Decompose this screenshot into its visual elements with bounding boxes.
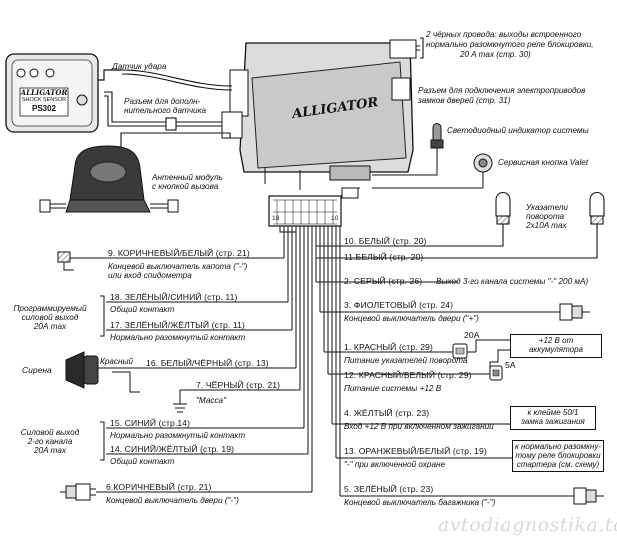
wire-6-desc: Концевой выключатель двери ("-") xyxy=(106,496,239,505)
wire-11-label: 11.БЕЛЫЙ (стр. 20) xyxy=(344,252,424,262)
wire-5-label: 5. ЗЕЛЁНЫЙ (стр. 23) xyxy=(344,484,434,494)
antenna-module xyxy=(39,145,179,213)
wire-18-desc: Общий контакт xyxy=(110,305,175,314)
power2-label-1: Силовой выход xyxy=(20,428,80,437)
wire-7-label: 7. ЧЁРНЫЙ (стр. 21) xyxy=(196,380,281,390)
wire-17-label: 17. ЗЕЛЁНЫЙ/ЖЁЛТЫЙ (стр. 11) xyxy=(110,320,245,330)
power2-label-3: 20A max xyxy=(33,446,66,455)
blocking-relay-label-1: 2 чёрных провода: выходы встроенного xyxy=(426,30,582,39)
wire-9-desc-2: или вход спидометра xyxy=(108,271,192,280)
blocking-relay-label-2: нормально разомкнутого реле блокировки, xyxy=(426,40,594,49)
shock-sensor-subtitle: SHOCK SENSOR xyxy=(21,97,67,103)
wire-5-desc: Концевой выключатель багажника ("-") xyxy=(344,498,496,507)
ignition-label-1: к клейме 50/1 xyxy=(527,408,579,417)
left-wire-lines xyxy=(57,251,312,493)
fuse-20a xyxy=(452,343,468,359)
connector-pin-10: 10 xyxy=(331,215,339,222)
fuse-20a-label: 20А xyxy=(464,330,480,340)
shock-sensor-brand: ALLIGATOR xyxy=(20,88,68,97)
wire-4-label: 4. ЖЁЛТЫЙ (стр. 23) xyxy=(344,408,430,418)
wire-9-label: 9. КОРИЧНЕВЫЙ/БЕЛЫЙ (стр. 21) xyxy=(108,248,250,258)
wire-1-desc: Питание указателей поворота xyxy=(344,356,468,365)
extra-sensor-label-1: Разъем для дополн- xyxy=(124,97,201,106)
wire-14-label: 14. СИНИЙ/ЖЁЛТЫЙ (стр. 19) xyxy=(110,444,235,454)
relay-output-wires xyxy=(416,37,424,59)
wire-13-label: 13. ОРАНЖЕВЫЙ/БЕЛЫЙ (стр. 19) xyxy=(344,446,487,456)
wire-7-desc: "Масса" xyxy=(196,396,227,405)
shock-sensor-label: Датчик удара xyxy=(112,62,167,71)
main-unit xyxy=(221,39,417,199)
valet-button xyxy=(358,153,493,189)
wire-bundle-left xyxy=(279,226,313,492)
main-connector xyxy=(268,195,342,227)
wire-3-desc: Концевой выключатель двери ("+") xyxy=(344,314,479,323)
extra-sensor-label-2: нительного датчика xyxy=(124,106,207,115)
siren-red-wire-label: Красный xyxy=(100,357,134,366)
wire-4-desc: Вход +12 В при включенном зажигании xyxy=(344,422,494,431)
prog-output-label-3: 20А max xyxy=(33,322,67,331)
door-locks-label-1: Разъем для подключения электроприводов xyxy=(418,86,586,95)
prog-output-label-2: силовой выход xyxy=(21,313,79,322)
wire-3-label: 3. ФИОЛЕТОВЫЙ (стр. 24) xyxy=(344,300,454,310)
door-switch-left xyxy=(60,483,96,501)
sensor-cables xyxy=(104,69,233,148)
fuse-5a xyxy=(489,365,503,381)
antenna-label-2: с кнопкой вызова xyxy=(152,182,219,191)
watermark: avtodiagnostika.top xyxy=(438,514,617,536)
starter-relay-label-2: тому реле блокировки xyxy=(515,451,601,460)
shock-sensor xyxy=(5,53,122,133)
indicators-label-3: 2x10A max xyxy=(526,221,567,230)
connector-pin-18: 18 xyxy=(272,215,280,222)
wire-12-label: 12. КРАСНЫЙ/БЕЛЫЙ (стр. 29) xyxy=(344,370,472,380)
prog-output-label-1: Программируемый xyxy=(13,304,87,313)
right-wire-lines xyxy=(316,281,574,497)
starter-relay-label-3: стартера (см. схему) xyxy=(516,460,600,469)
fuse-5a-label: 5A xyxy=(505,360,516,370)
door-switch-right xyxy=(559,303,590,321)
ignition-label-2: замка зажигания xyxy=(521,417,585,426)
door-locks-label-2: замков дверей (стр. 31) xyxy=(418,96,511,105)
wire-18-label: 18. ЗЕЛЁНЫЙ/СИНИЙ (стр. 11) xyxy=(110,292,238,302)
turn-indicator-lamps xyxy=(316,191,605,259)
wire-1-label: 1. КРАСНЫЙ (стр. 29) xyxy=(344,342,433,352)
wire-10-label: 10. БЕЛЫЙ (стр. 20) xyxy=(344,236,427,246)
shock-sensor-model: PS302 xyxy=(31,104,57,113)
starter-relay-box: к нормально разомкну- тому реле блокиров… xyxy=(512,440,604,472)
indicators-label-1: Указатели xyxy=(526,203,568,212)
wire-15-label: 15. СИНИЙ (стр.14) xyxy=(110,418,191,428)
blocking-relay-label-3: 20 A max (стр. 30) xyxy=(460,50,531,59)
starter-relay-label-1: к нормально разомкну- xyxy=(515,442,601,451)
wire-17-desc: Нормально разомкнутый контакт xyxy=(110,333,246,342)
battery-box: +12 В от аккумулятора xyxy=(510,334,602,358)
wire-bundle-right xyxy=(315,226,341,496)
wire-16-label: 16. БЕЛЫЙ/ЧЁРНЫЙ (стр. 13) xyxy=(146,358,269,368)
wire-12-desc: Питание системы +12 В xyxy=(344,384,442,393)
antenna-label-1: Антенный модуль xyxy=(152,173,223,182)
led-label: Светодиодный индикатор системы xyxy=(447,126,589,135)
siren-label: Сирена xyxy=(22,365,52,375)
valet-label: Сервисная кнопка Valet xyxy=(498,158,589,167)
wire-14-desc: Общий контакт xyxy=(110,457,175,466)
power2-label-2: 2-го канала xyxy=(27,437,73,446)
wire-2-label: 2. СЕРЫЙ (стр. 26) xyxy=(344,276,423,286)
ignition-box: к клейме 50/1 замка зажигания xyxy=(510,406,596,430)
battery-label-2: аккумулятора xyxy=(528,345,583,354)
led-indicator xyxy=(372,123,444,176)
wire-6-label: 6.КОРИЧНЕВЫЙ (стр. 21) xyxy=(106,482,212,492)
trunk-switch xyxy=(573,487,604,505)
wire-13-desc: "-" при включенной охране xyxy=(344,460,446,469)
wire-2-desc: Выход 3-го канала системы "-" 200 мА) xyxy=(436,277,589,286)
wire-15-desc: Нормально разомкнутый контакт xyxy=(110,431,246,440)
wire-9-desc-1: Концевой выключатель капота ("-") xyxy=(108,262,248,271)
siren xyxy=(65,351,112,389)
indicators-label-2: поворота xyxy=(526,212,565,221)
battery-label-1: +12 В от xyxy=(538,336,574,345)
